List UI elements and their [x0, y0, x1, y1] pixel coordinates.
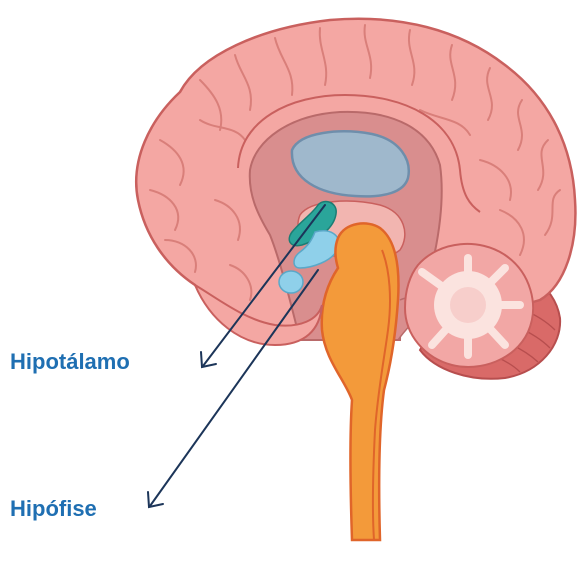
cerebellum [405, 244, 533, 367]
pituitary-label: Hipófise [10, 497, 97, 521]
pituitary-gland [279, 271, 303, 293]
hypothalamus-label: Hipotálamo [10, 350, 130, 374]
arbor-vitae-core [450, 287, 486, 323]
